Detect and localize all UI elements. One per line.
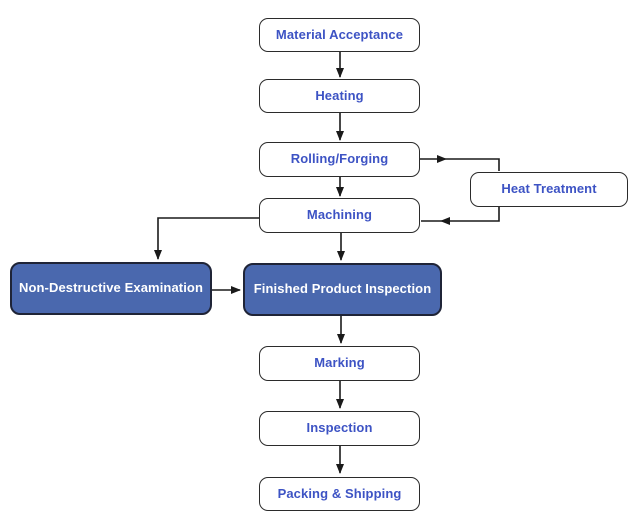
node-material-acceptance: Material Acceptance: [259, 18, 420, 52]
node-packing-shipping: Packing & Shipping: [259, 477, 420, 511]
node-heating: Heating: [259, 79, 420, 113]
edge-rolling-forging-heat-treatment-tail: [446, 158, 500, 171]
edge-heat-treatment-machining: [440, 207, 500, 225]
node-finished-product-inspection: Finished Product Inspection: [243, 263, 442, 316]
node-marking: Marking: [259, 346, 420, 381]
node-inspection: Inspection: [259, 411, 420, 446]
node-rolling-forging: Rolling/Forging: [259, 142, 420, 177]
node-heat-treatment: Heat Treatment: [470, 172, 628, 207]
edge-machining-nde: [154, 217, 259, 260]
node-machining: Machining: [259, 198, 420, 233]
node-non-destructive-examination: Non-Destructive Examination: [10, 262, 212, 315]
